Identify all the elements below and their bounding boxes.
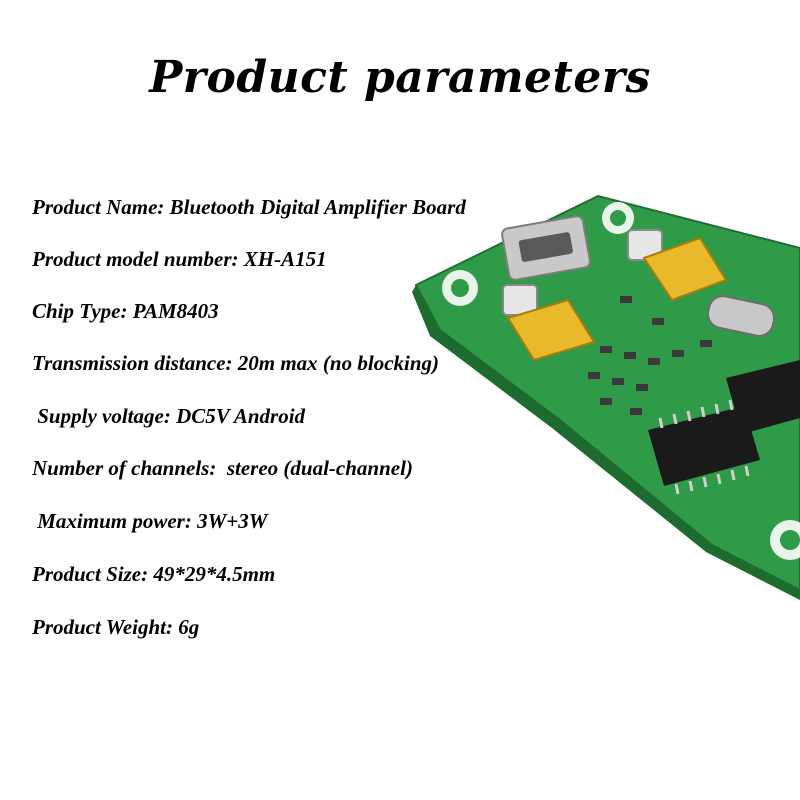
param-value: DC5V Android [176,404,306,428]
param-value: 3W+3W [197,509,268,533]
param-value: 20m max (no blocking) [237,351,440,375]
param-label: Product Weight: [32,615,173,639]
page-title: Product parameters [149,52,651,103]
param-label: Maximum power: [32,509,192,533]
param-label: Product Size: [32,562,149,586]
param-maximum-power: Maximum power: 3W+3W [32,509,267,534]
param-product-name: Product Name: Bluetooth Digital Amplifie… [32,195,466,220]
amplifier-chip [648,406,760,486]
param-value: 6g [178,615,200,639]
crystal-oscillator [706,295,776,337]
param-label: Number of channels: [32,456,217,480]
param-label: Chip Type: [32,299,128,323]
param-label: Product Name: [32,195,165,219]
chip-pins [658,399,750,495]
param-chip-type: Chip Type: PAM8403 [32,299,219,324]
param-label: Product model number: [32,247,239,271]
tantalum-capacitor [506,298,596,362]
param-value: 49*29*4.5mm [153,562,276,586]
param-channels: Number of channels: stereo (dual-channel… [32,456,413,481]
tantalum-capacitor [642,236,728,302]
param-product-weight: Product Weight: 6g [32,615,199,640]
param-value: XH-A151 [243,247,327,271]
param-value: PAM8403 [132,299,219,323]
param-model-number: Product model number: XH-A151 [32,247,327,272]
param-value: Bluetooth Digital Amplifier Board [169,195,466,219]
param-product-size: Product Size: 49*29*4.5mm [32,562,275,587]
param-label: Supply voltage: [32,404,171,428]
param-transmission-distance: Transmission distance: 20m max (no block… [32,351,439,376]
smd-components [588,296,712,415]
param-value: stereo (dual-channel) [221,456,413,480]
param-supply-voltage: Supply voltage: DC5V Android [32,404,305,429]
param-label: Transmission distance: [32,351,233,375]
